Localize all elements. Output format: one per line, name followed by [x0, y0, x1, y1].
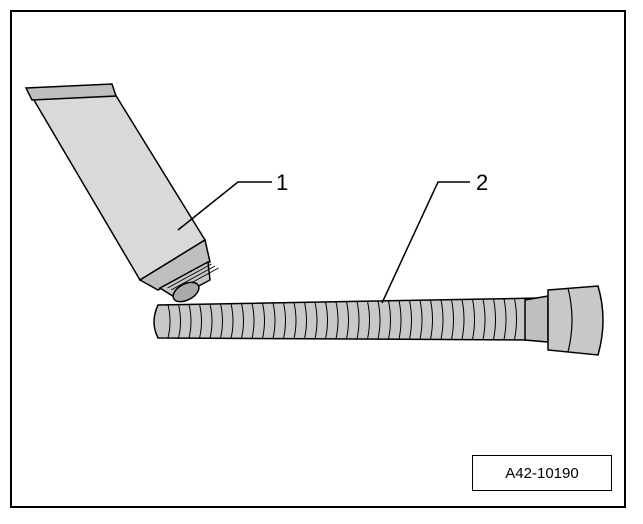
bolt-shank — [153, 297, 541, 341]
bolt-head — [547, 285, 604, 356]
bolt-thread-ridge — [220, 303, 223, 339]
nozzle-thread-ridge — [163, 261, 209, 287]
bolt — [153, 285, 604, 356]
bolt-thread-ridge — [377, 300, 381, 340]
bolt-thread-ridge — [503, 298, 507, 340]
bolt-thread-ridge — [493, 298, 496, 340]
nozzle-thread-ridge — [170, 265, 216, 291]
bolt-thread-ridge — [199, 304, 202, 339]
bolt-thread-ridge — [451, 299, 454, 340]
bolt-thread-ridge — [514, 298, 517, 340]
bolt-thread-ridge — [430, 299, 433, 340]
bolt-thread-ridge — [241, 303, 244, 339]
bolt-thread-ridge — [293, 302, 297, 339]
bolt-thread-ridge — [409, 300, 412, 340]
tube-shoulder — [138, 238, 211, 291]
bolt-thread-ridge — [356, 301, 360, 340]
figure-reference-code: A42-10190 — [472, 455, 612, 491]
bolt-head-chamfer — [567, 287, 573, 353]
bolt-thread-ridge — [262, 303, 265, 339]
bolt-thread-ridge — [209, 303, 213, 339]
bolt-thread-ridge — [461, 299, 465, 340]
bolt-thread-ridge — [367, 301, 370, 340]
callout-2-leader — [381, 181, 470, 304]
bolt-thread-ridge — [335, 301, 339, 339]
bolt-thread-ridge — [230, 303, 234, 339]
bolt-thread-ridge — [178, 304, 181, 339]
bolt-thread-ridge — [188, 304, 192, 339]
bolt-thread-ridge — [304, 302, 307, 339]
tube-nozzle-tip — [172, 281, 200, 303]
callout-2-label: 2 — [476, 170, 489, 195]
callout-1-label: 1 — [276, 170, 289, 195]
tube — [24, 83, 219, 303]
bolt-thread-ridge — [346, 301, 349, 340]
callout-1-leader — [177, 181, 272, 231]
bolt-neck — [524, 295, 549, 343]
bolt-thread-ridge — [325, 301, 328, 339]
bolt-threads — [167, 298, 517, 340]
bolt-thread-ridge — [482, 299, 486, 340]
bolt-thread-ridge — [314, 302, 318, 339]
bolt-thread-ridge — [283, 302, 286, 339]
bolt-thread-ridge — [472, 299, 475, 340]
tube-crimp-end — [24, 83, 118, 101]
bolt-thread-ridge — [251, 303, 255, 339]
bolt-thread-ridge — [398, 300, 402, 340]
bolt-thread-ridge — [440, 299, 444, 340]
bolt-thread-ridge — [388, 300, 391, 340]
nozzle-thread-ridge — [167, 263, 212, 289]
bolt-thread-ridge — [419, 300, 423, 340]
tube-body — [26, 85, 207, 282]
tube-nozzle-threads — [163, 261, 219, 293]
bolt-thread-ridge — [167, 304, 171, 339]
bolt-thread-ridge — [272, 302, 276, 339]
